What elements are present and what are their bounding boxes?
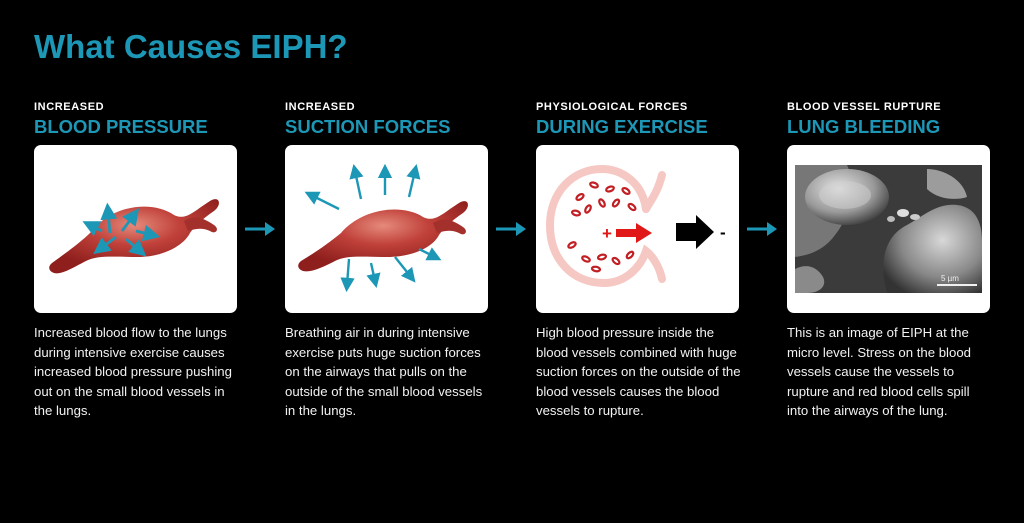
- step-description: Increased blood flow to the lungs during…: [34, 325, 232, 418]
- step-heading: LUNG BLEEDING: [787, 116, 941, 137]
- step-physiological-forces: PHYSIOLOGICAL FORCES DURING EXERCISE: [536, 100, 741, 421]
- step-blood-pressure: INCREASED BLOOD PRESSURE: [34, 100, 239, 421]
- plus-sign: +: [602, 224, 612, 243]
- step-description: This is an image of EIPH at the micro le…: [787, 325, 971, 418]
- right-arrow-icon: [496, 222, 526, 236]
- step-heading: DURING EXERCISE: [536, 116, 708, 137]
- right-arrow-icon: [245, 222, 275, 236]
- step-kicker: PHYSIOLOGICAL FORCES: [536, 101, 688, 113]
- scale-bar-label: 5 µm: [941, 274, 959, 283]
- step-description: High blood pressure inside the blood ves…: [536, 325, 741, 418]
- step-kicker: INCREASED: [34, 101, 105, 113]
- step-kicker: INCREASED: [285, 101, 356, 113]
- blood-vessel-suction-illustration: [285, 145, 488, 313]
- alveolus-forces-diagram: + -: [536, 145, 739, 313]
- minus-sign: -: [720, 223, 726, 242]
- step-heading: BLOOD PRESSURE: [34, 116, 208, 137]
- step-description: Breathing air in during intensive exerci…: [285, 325, 483, 418]
- blood-vessel-pressure-illustration: [34, 145, 237, 313]
- step-suction-forces: INCREASED SUCTION FORCES: [285, 100, 490, 421]
- step-kicker: BLOOD VESSEL RUPTURE: [787, 101, 942, 113]
- page-title: What Causes EIPH?: [34, 28, 348, 65]
- step-lung-bleeding: BLOOD VESSEL RUPTURE LUNG BLEEDING: [787, 100, 992, 421]
- step-heading: SUCTION FORCES: [285, 116, 451, 137]
- right-arrow-icon: [747, 222, 777, 236]
- eiph-micrograph: 5 µm: [787, 145, 990, 313]
